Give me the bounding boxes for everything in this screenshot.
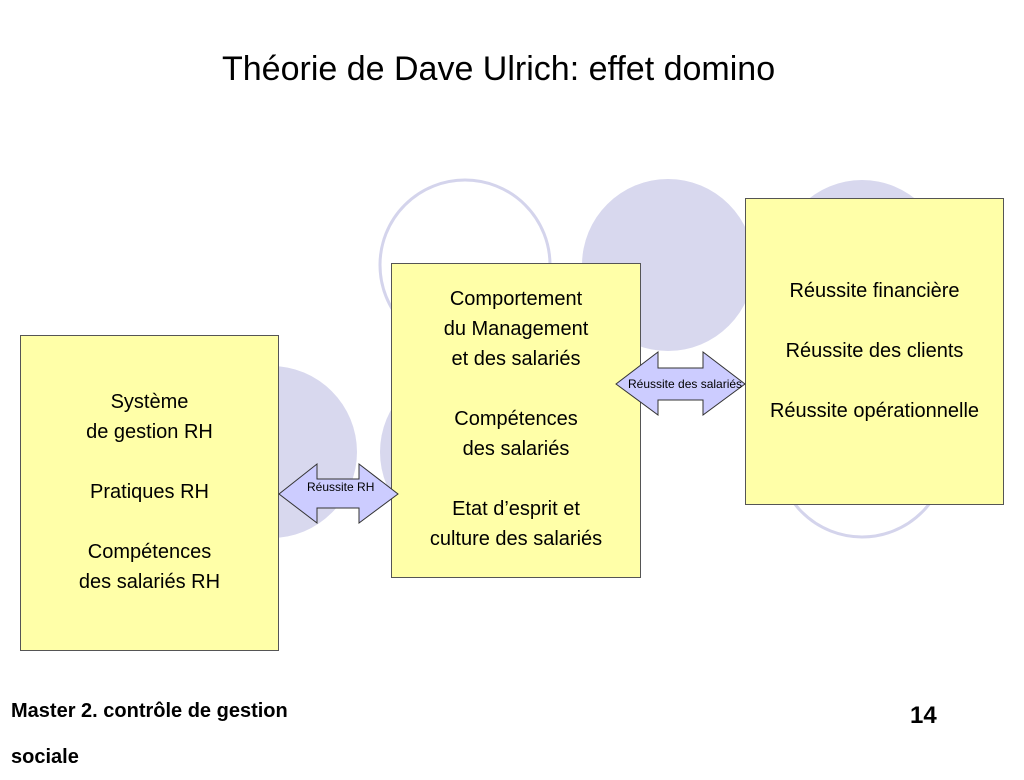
- box-left-line: des salariés RH: [78, 571, 221, 593]
- page-number: 14: [910, 702, 937, 729]
- box-mid-line: et des salariés: [451, 348, 581, 370]
- box-results: Réussite financière Réussite des clients…: [745, 198, 1004, 505]
- slide-title: Théorie de Dave Ulrich: effet domino: [222, 50, 776, 88]
- box-left-line: Compétences: [87, 541, 212, 563]
- box-right-line: Réussite opérationnelle: [769, 400, 980, 422]
- arrow-left-label: Réussite RH: [307, 480, 375, 494]
- box-mid-line: culture des salariés: [429, 528, 603, 550]
- footer-text: Master 2. contrôle de gestion sociale: [11, 700, 288, 768]
- box-behavior: Comportement du Management et des salari…: [391, 263, 641, 578]
- box-mid-line: Comportement: [449, 288, 583, 310]
- box-mid-line: du Management: [443, 318, 589, 340]
- box-mid-line: Compétences: [454, 408, 578, 430]
- box-left-line: Pratiques RH: [90, 481, 209, 503]
- double-arrow-left: [278, 462, 399, 525]
- double-arrow-right: [615, 350, 746, 416]
- box-mid-line: Etat d’esprit et: [452, 498, 580, 520]
- box-hr-system: Système de gestion RH Pratiques RH Compé…: [20, 335, 279, 651]
- box-right-line: Réussite financière: [789, 280, 960, 302]
- box-left-line: Système: [110, 391, 189, 413]
- box-right-line: Réussite des clients: [785, 340, 964, 362]
- box-left-line: de gestion RH: [86, 421, 213, 443]
- box-mid-line: des salariés: [462, 438, 570, 460]
- arrow-right-label: Réussite des salariés: [628, 377, 743, 391]
